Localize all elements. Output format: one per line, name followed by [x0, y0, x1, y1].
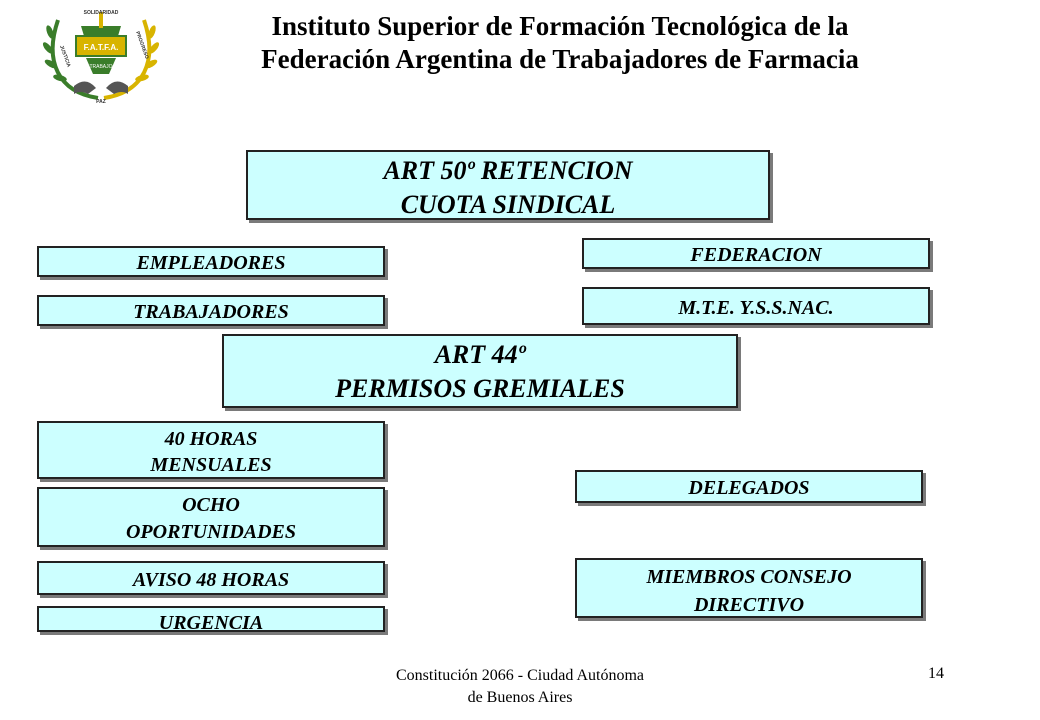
miembros-line-1: MIEMBROS CONSEJO	[646, 566, 852, 588]
aviso-label: AVISO 48 HORAS	[132, 569, 290, 591]
miembros-line-2: DIRECTIVO	[693, 594, 805, 616]
art50-line-2: CUOTA SINDICAL	[400, 190, 616, 219]
footer-location: Constitución 2066 - Ciudad Autónoma de B…	[330, 665, 710, 709]
art50-line-1: ART 50º RETENCION	[383, 156, 633, 185]
art44-line-2: PERMISOS GREMIALES	[335, 374, 625, 403]
delegados-label: DELEGADOS	[688, 477, 810, 499]
miembros-box: MIEMBROS CONSEJO DIRECTIVO	[575, 558, 923, 618]
title-line-1: Instituto Superior de Formación Tecnológ…	[271, 11, 849, 41]
svg-text:SOLIDARIDAD: SOLIDARIDAD	[84, 10, 119, 16]
trabajadores-label: TRABAJADORES	[133, 301, 289, 323]
footer-line-2: de Buenos Aires	[467, 689, 573, 706]
empleadores-label: EMPLEADORES	[136, 252, 286, 274]
mte-label: M.T.E. Y.S.S.NAC.	[678, 297, 834, 319]
svg-text:F.A.T.F.A.: F.A.T.F.A.	[84, 43, 119, 52]
ocho-line-2: OPORTUNIDADES	[125, 521, 297, 543]
delegados-box: DELEGADOS	[575, 470, 923, 503]
horas-box: 40 HORAS MENSUALES	[37, 421, 385, 479]
art50-box: ART 50º RETENCION CUOTA SINDICAL	[246, 150, 770, 220]
svg-text:TRABAJO: TRABAJO	[89, 64, 112, 70]
fatfa-logo: F.A.T.F.A. SOLIDARIDAD TRABAJO PAZ JUSTI…	[36, 6, 166, 106]
aviso-box: AVISO 48 HORAS	[37, 561, 385, 595]
federacion-box: FEDERACION	[582, 238, 930, 269]
trabajadores-box: TRABAJADORES	[37, 295, 385, 326]
urgencia-box: URGENCIA	[37, 606, 385, 632]
art44-line-1: ART 44º	[434, 340, 526, 369]
horas-line-2: MENSUALES	[150, 454, 272, 476]
mte-box: M.T.E. Y.S.S.NAC.	[582, 287, 930, 325]
ocho-box: OCHO OPORTUNIDADES	[37, 487, 385, 547]
footer-line-1: Constitución 2066 - Ciudad Autónoma	[396, 667, 644, 684]
urgencia-label: URGENCIA	[158, 612, 264, 632]
horas-line-1: 40 HORAS	[164, 428, 258, 450]
ocho-line-1: OCHO	[182, 494, 240, 516]
svg-text:PAZ: PAZ	[96, 99, 106, 105]
title-line-2: Federación Argentina de Trabajadores de …	[261, 44, 859, 74]
page-number: 14	[928, 665, 944, 682]
art44-box: ART 44º PERMISOS GREMIALES	[222, 334, 738, 408]
svg-text:JUSTICIA: JUSTICIA	[58, 45, 72, 69]
page-title: Instituto Superior de Formación Tecnológ…	[170, 10, 950, 76]
federacion-label: FEDERACION	[690, 244, 822, 266]
empleadores-box: EMPLEADORES	[37, 246, 385, 277]
